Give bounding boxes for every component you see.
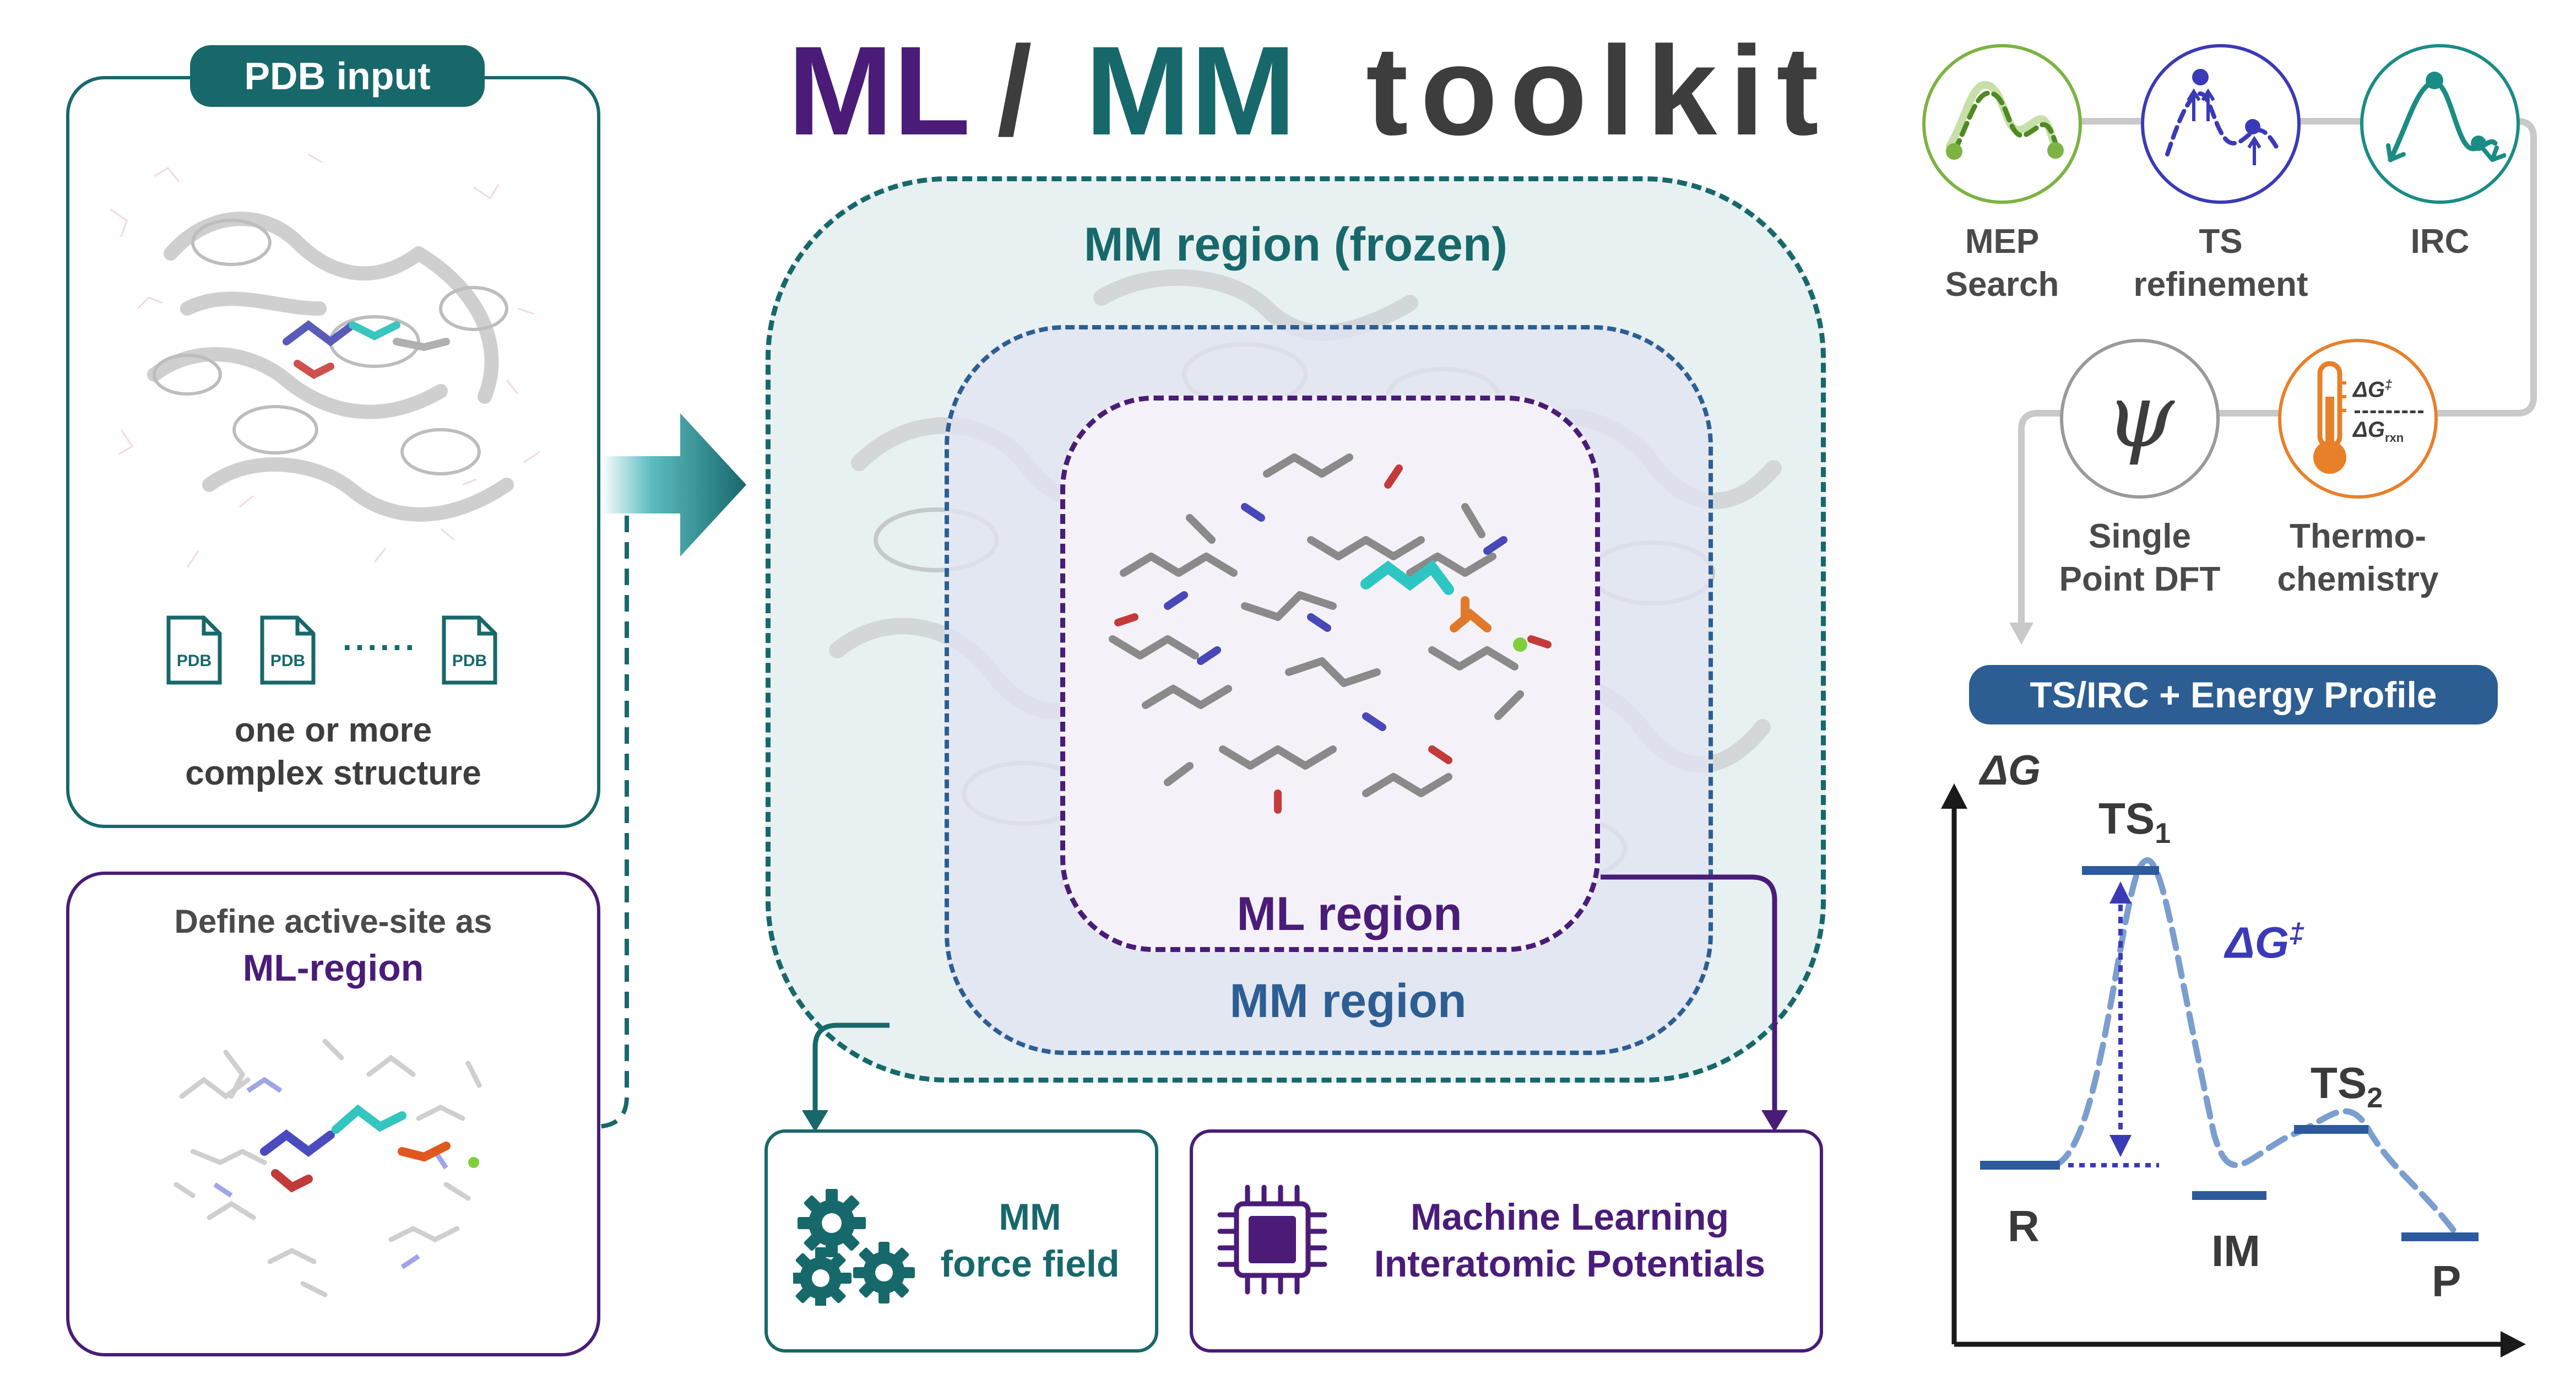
title-toolkit: toolkit <box>1366 20 1831 161</box>
energy-profile-plot <box>1941 783 2526 1357</box>
thermo-dg-rxn: ΔGrxn <box>2353 418 2404 445</box>
mep-curve-icon <box>1946 81 2064 160</box>
irc-label: IRC <box>2410 223 2470 261</box>
psi-symbol: ψ <box>2105 364 2174 467</box>
state-ts1-label: TS1 <box>2098 794 2171 850</box>
energy-yaxis-label: ΔG <box>1980 747 2041 794</box>
title-slash: / <box>997 20 1032 161</box>
ts-label-line1: TS <box>2199 223 2243 261</box>
dft-label-line1: Single <box>2088 517 2192 555</box>
thermo-label-line2: chemistry <box>2277 560 2439 598</box>
flow-connector-left <box>595 463 629 1129</box>
protein-structure-image <box>110 153 540 568</box>
thermochemistry-node <box>2278 339 2438 499</box>
active-site-image <box>173 1039 482 1297</box>
ml-panel-line1: Define active-site as <box>174 903 492 940</box>
mlip-box-line2: Interatomic Potentials <box>1374 1243 1766 1285</box>
pdb-file-icon-1: PDB <box>165 614 223 686</box>
connector-to-ml-box <box>1601 874 1788 1132</box>
ml-active-site-image <box>1109 453 1552 814</box>
thermometer-icon <box>2313 361 2346 474</box>
irc-node <box>2360 44 2520 204</box>
mm-box-line2: force field <box>940 1243 1120 1285</box>
ts-refinement-icon <box>2165 69 2280 165</box>
mm-region-label: MM region <box>1229 975 1467 1027</box>
thermo-dg-barrier: ΔG‡ <box>2353 377 2393 402</box>
mep-label-line1: MEP <box>1965 223 2040 261</box>
title-mm: MM <box>1085 20 1297 161</box>
chip-icon <box>1217 1185 1327 1295</box>
mep-search-node <box>1922 44 2082 204</box>
irc-curve-icon <box>2386 72 2506 163</box>
pdb-file-icon-2: PDB <box>259 614 317 686</box>
dft-label-line2: Point DFT <box>2059 560 2221 598</box>
pdb-caption-line2: complex structure <box>185 754 481 792</box>
mm-box-line1: MM <box>999 1196 1061 1238</box>
state-r-label: R <box>2008 1202 2040 1251</box>
ts-refinement-node <box>2141 44 2301 204</box>
ml-panel-line2: ML-region <box>242 947 424 989</box>
mlip-box-line1: Machine Learning <box>1410 1196 1729 1238</box>
title-ml: ML <box>788 20 971 161</box>
ml-region-panel <box>66 872 600 1356</box>
pdb-file-icon-3: PDB <box>441 614 498 686</box>
connector-to-mm-box <box>802 1023 890 1132</box>
ts-irc-energy-profile-pill: TS/IRC + Energy Profile <box>1969 665 2498 724</box>
state-p-label: P <box>2432 1257 2461 1306</box>
ml-region-label: ML region <box>1237 888 1462 940</box>
pdb-file-ellipsis: ...... <box>342 620 418 657</box>
ts-label-line2: refinement <box>2133 266 2308 304</box>
gears-icon <box>793 1189 915 1306</box>
pdb-input-pill: PDB input <box>190 45 485 107</box>
pdb-caption-line1: one or more <box>234 711 432 749</box>
thermo-divider <box>2355 410 2423 413</box>
single-point-dft-node <box>2060 339 2220 499</box>
mep-label-line2: Search <box>1945 266 2059 304</box>
big-right-arrow <box>600 413 746 556</box>
mm-frozen-label: MM region (frozen) <box>1083 218 1508 271</box>
state-ts2-label: TS2 <box>2311 1058 2383 1114</box>
pdb-input-panel <box>66 76 600 828</box>
state-im-label: IM <box>2211 1226 2260 1275</box>
thermo-label-line1: Thermo- <box>2290 517 2426 555</box>
barrier-label: ΔG‡ <box>2225 918 2304 967</box>
